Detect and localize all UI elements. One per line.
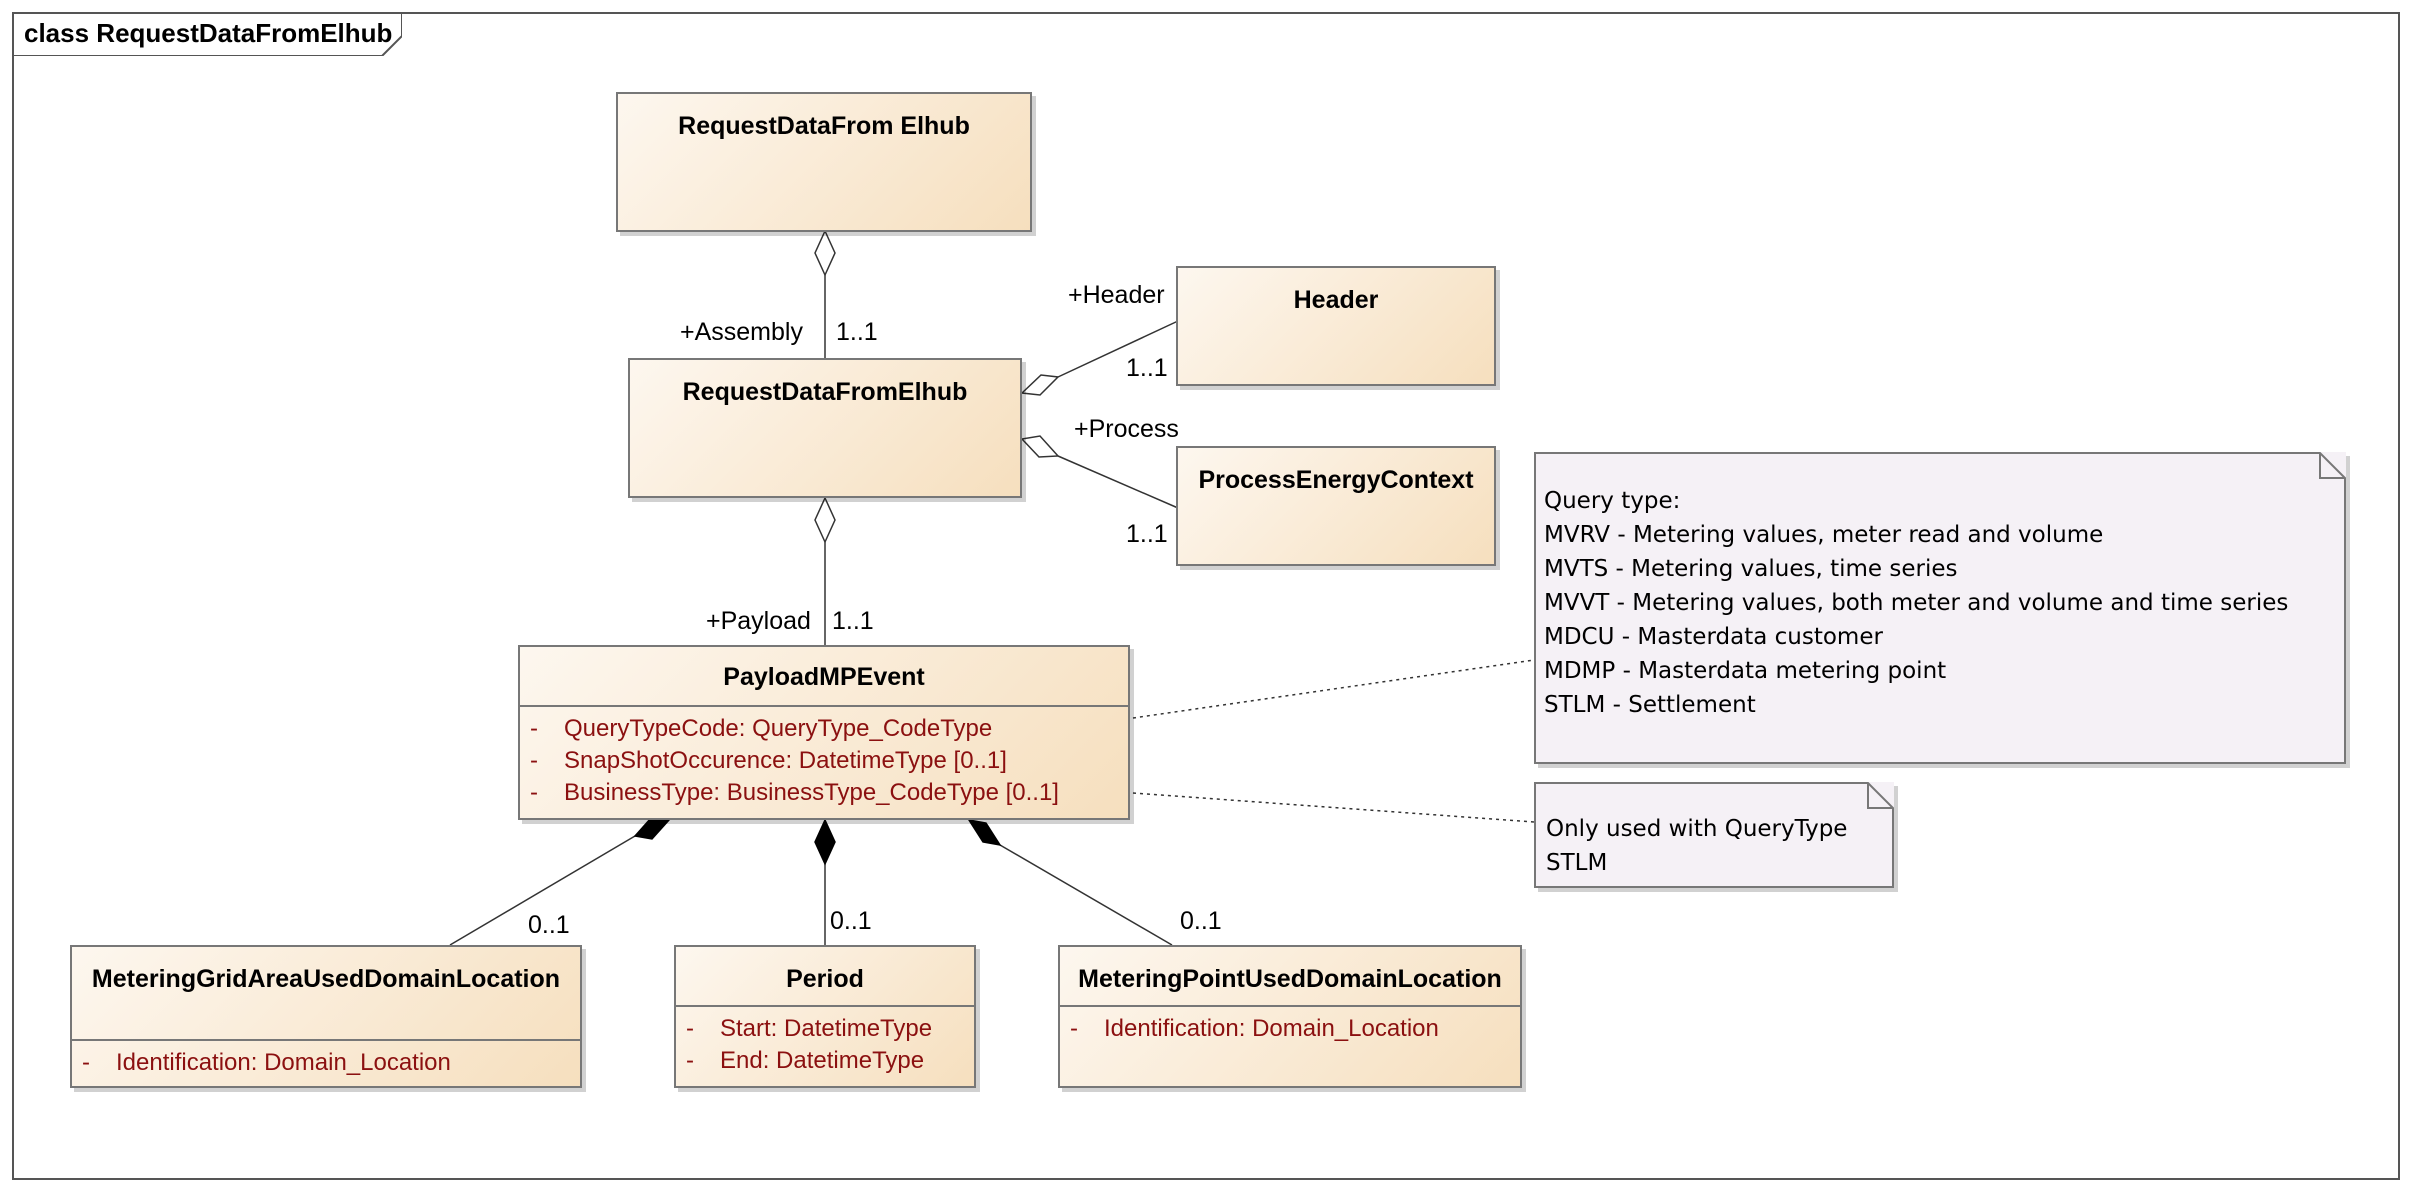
note-line: Only used with QueryType xyxy=(1546,816,1848,842)
class-header[interactable]: Header xyxy=(1176,266,1496,386)
class-name: RequestDataFromElhub xyxy=(682,378,968,406)
note-outline xyxy=(1534,452,2346,764)
attribute-row: - End: DatetimeType xyxy=(676,1045,974,1077)
class-payload-mp-event[interactable]: PayloadMPEvent - QueryTypeCode: QueryTyp… xyxy=(518,645,1130,820)
attribute-text: Identification: Domain_Location xyxy=(116,1049,451,1076)
header-multiplicity-label: 1..1 xyxy=(1126,354,1168,382)
note-line: MVVT - Metering values, both meter and v… xyxy=(1544,590,2289,616)
attribute-row: - Identification: Domain_Location xyxy=(72,1047,580,1079)
note-outline xyxy=(1534,782,1894,888)
attribute-visibility: - xyxy=(530,779,538,806)
business-type-note-anchor xyxy=(1132,792,1535,823)
attribute-text: BusinessType: BusinessType_CodeType [0..… xyxy=(564,779,1059,806)
header-association-line xyxy=(1057,320,1179,378)
grid-area-multiplicity-label: 0..1 xyxy=(528,911,570,939)
note-line: MVTS - Metering values, time series xyxy=(1544,556,1958,582)
attribute-text: Identification: Domain_Location xyxy=(1104,1015,1439,1042)
class-process-energy-context[interactable]: ProcessEnergyContext xyxy=(1176,446,1496,566)
class-name: MeteringPointUsedDomainLocation xyxy=(1078,965,1502,993)
class-name: MeteringGridAreaUsedDomainLocation xyxy=(91,965,561,993)
class-name: Period xyxy=(786,965,864,993)
note-text: Only used with QueryType STLM xyxy=(1546,812,1847,880)
payload-multiplicity-label: 1..1 xyxy=(832,607,874,635)
assembly-multiplicity-label: 1..1 xyxy=(836,318,878,346)
attribute-row: - Identification: Domain_Location xyxy=(1060,1013,1520,1045)
attribute-visibility: - xyxy=(686,1047,694,1074)
metering-point-multiplicity-label: 0..1 xyxy=(1180,907,1222,935)
class-metering-point-used-domain-location[interactable]: MeteringPointUsedDomainLocation - Identi… xyxy=(1058,945,1522,1088)
note-line: STLM xyxy=(1546,850,1608,876)
attribute-compartment: - Start: DatetimeType - End: DatetimeTyp… xyxy=(676,1005,974,1077)
frame-tag-outline xyxy=(12,12,402,56)
note-text: Query type: MVRV - Metering values, mete… xyxy=(1544,484,2288,722)
class-metering-grid-area-used-domain-location[interactable]: MeteringGridAreaUsedDomainLocation - Ide… xyxy=(70,945,582,1088)
query-type-note[interactable]: Query type: MVRV - Metering values, mete… xyxy=(1534,452,2346,764)
class-name: PayloadMPEvent xyxy=(723,663,925,691)
payload-role-label: +Payload xyxy=(706,607,811,635)
note-line: STLM - Settlement xyxy=(1544,692,1756,718)
payload-aggregation-diamond xyxy=(814,496,836,544)
metering-point-association-line xyxy=(999,844,1173,946)
header-role-label: +Header xyxy=(1068,281,1165,309)
process-aggregation-diamond xyxy=(1020,435,1060,458)
note-line: MVRV - Metering values, meter read and v… xyxy=(1544,522,2104,548)
attribute-text: Start: DatetimeType xyxy=(720,1015,933,1042)
attribute-visibility: - xyxy=(1070,1015,1078,1042)
diagram-frame xyxy=(12,12,2400,1180)
grid-area-composition-diamond xyxy=(633,817,671,840)
attribute-visibility: - xyxy=(530,715,538,742)
attribute-visibility: - xyxy=(530,747,538,774)
note-line: MDMP - Masterdata metering point xyxy=(1544,658,1947,684)
header-aggregation-diamond xyxy=(1020,374,1060,396)
attribute-compartment: - Identification: Domain_Location xyxy=(72,1039,580,1079)
process-role-label: +Process xyxy=(1074,415,1179,443)
attribute-visibility: - xyxy=(82,1049,90,1076)
period-composition-diamond xyxy=(814,818,836,866)
note-line: MDCU - Masterdata customer xyxy=(1544,624,1883,650)
attribute-visibility: - xyxy=(686,1015,694,1042)
attribute-compartment: - QueryTypeCode: QueryType_CodeType - Sn… xyxy=(520,705,1128,809)
attribute-compartment: - Identification: Domain_Location xyxy=(1060,1005,1520,1045)
attribute-row: - Start: DatetimeType xyxy=(676,1013,974,1045)
process-multiplicity-label: 1..1 xyxy=(1126,520,1168,548)
query-type-note-anchor xyxy=(1132,659,1535,719)
period-multiplicity-label: 0..1 xyxy=(830,907,872,935)
business-type-note[interactable]: Only used with QueryType STLM xyxy=(1534,782,1894,888)
assembly-aggregation-diamond xyxy=(814,229,836,277)
attribute-row: - SnapShotOccurence: DatetimeType [0..1] xyxy=(520,745,1128,777)
note-line: Query type: xyxy=(1544,488,1681,514)
metering-point-composition-diamond xyxy=(967,818,1002,847)
class-request-data-from-elhub[interactable]: RequestDataFromElhub xyxy=(628,358,1022,498)
attribute-row: - BusinessType: BusinessType_CodeType [0… xyxy=(520,777,1128,809)
attribute-text: QueryTypeCode: QueryType_CodeType xyxy=(564,715,993,742)
grid-area-association-line xyxy=(449,835,636,946)
attribute-row: - QueryTypeCode: QueryType_CodeType xyxy=(520,713,1128,745)
attribute-text: End: DatetimeType xyxy=(720,1047,925,1074)
class-request-data-from-elhub-root[interactable]: RequestDataFrom Elhub xyxy=(616,92,1032,232)
assembly-role-label: +Assembly xyxy=(680,318,803,346)
diagram-title: class RequestDataFromElhub xyxy=(24,18,393,48)
class-name: ProcessEnergyContext xyxy=(1198,466,1474,494)
process-association-line xyxy=(1057,455,1179,509)
class-period[interactable]: Period - Start: DatetimeType - End: Date… xyxy=(674,945,976,1088)
class-name: Header xyxy=(1293,286,1379,314)
class-name: RequestDataFrom Elhub xyxy=(678,112,970,140)
attribute-text: SnapShotOccurence: DatetimeType [0..1] xyxy=(564,747,1007,774)
